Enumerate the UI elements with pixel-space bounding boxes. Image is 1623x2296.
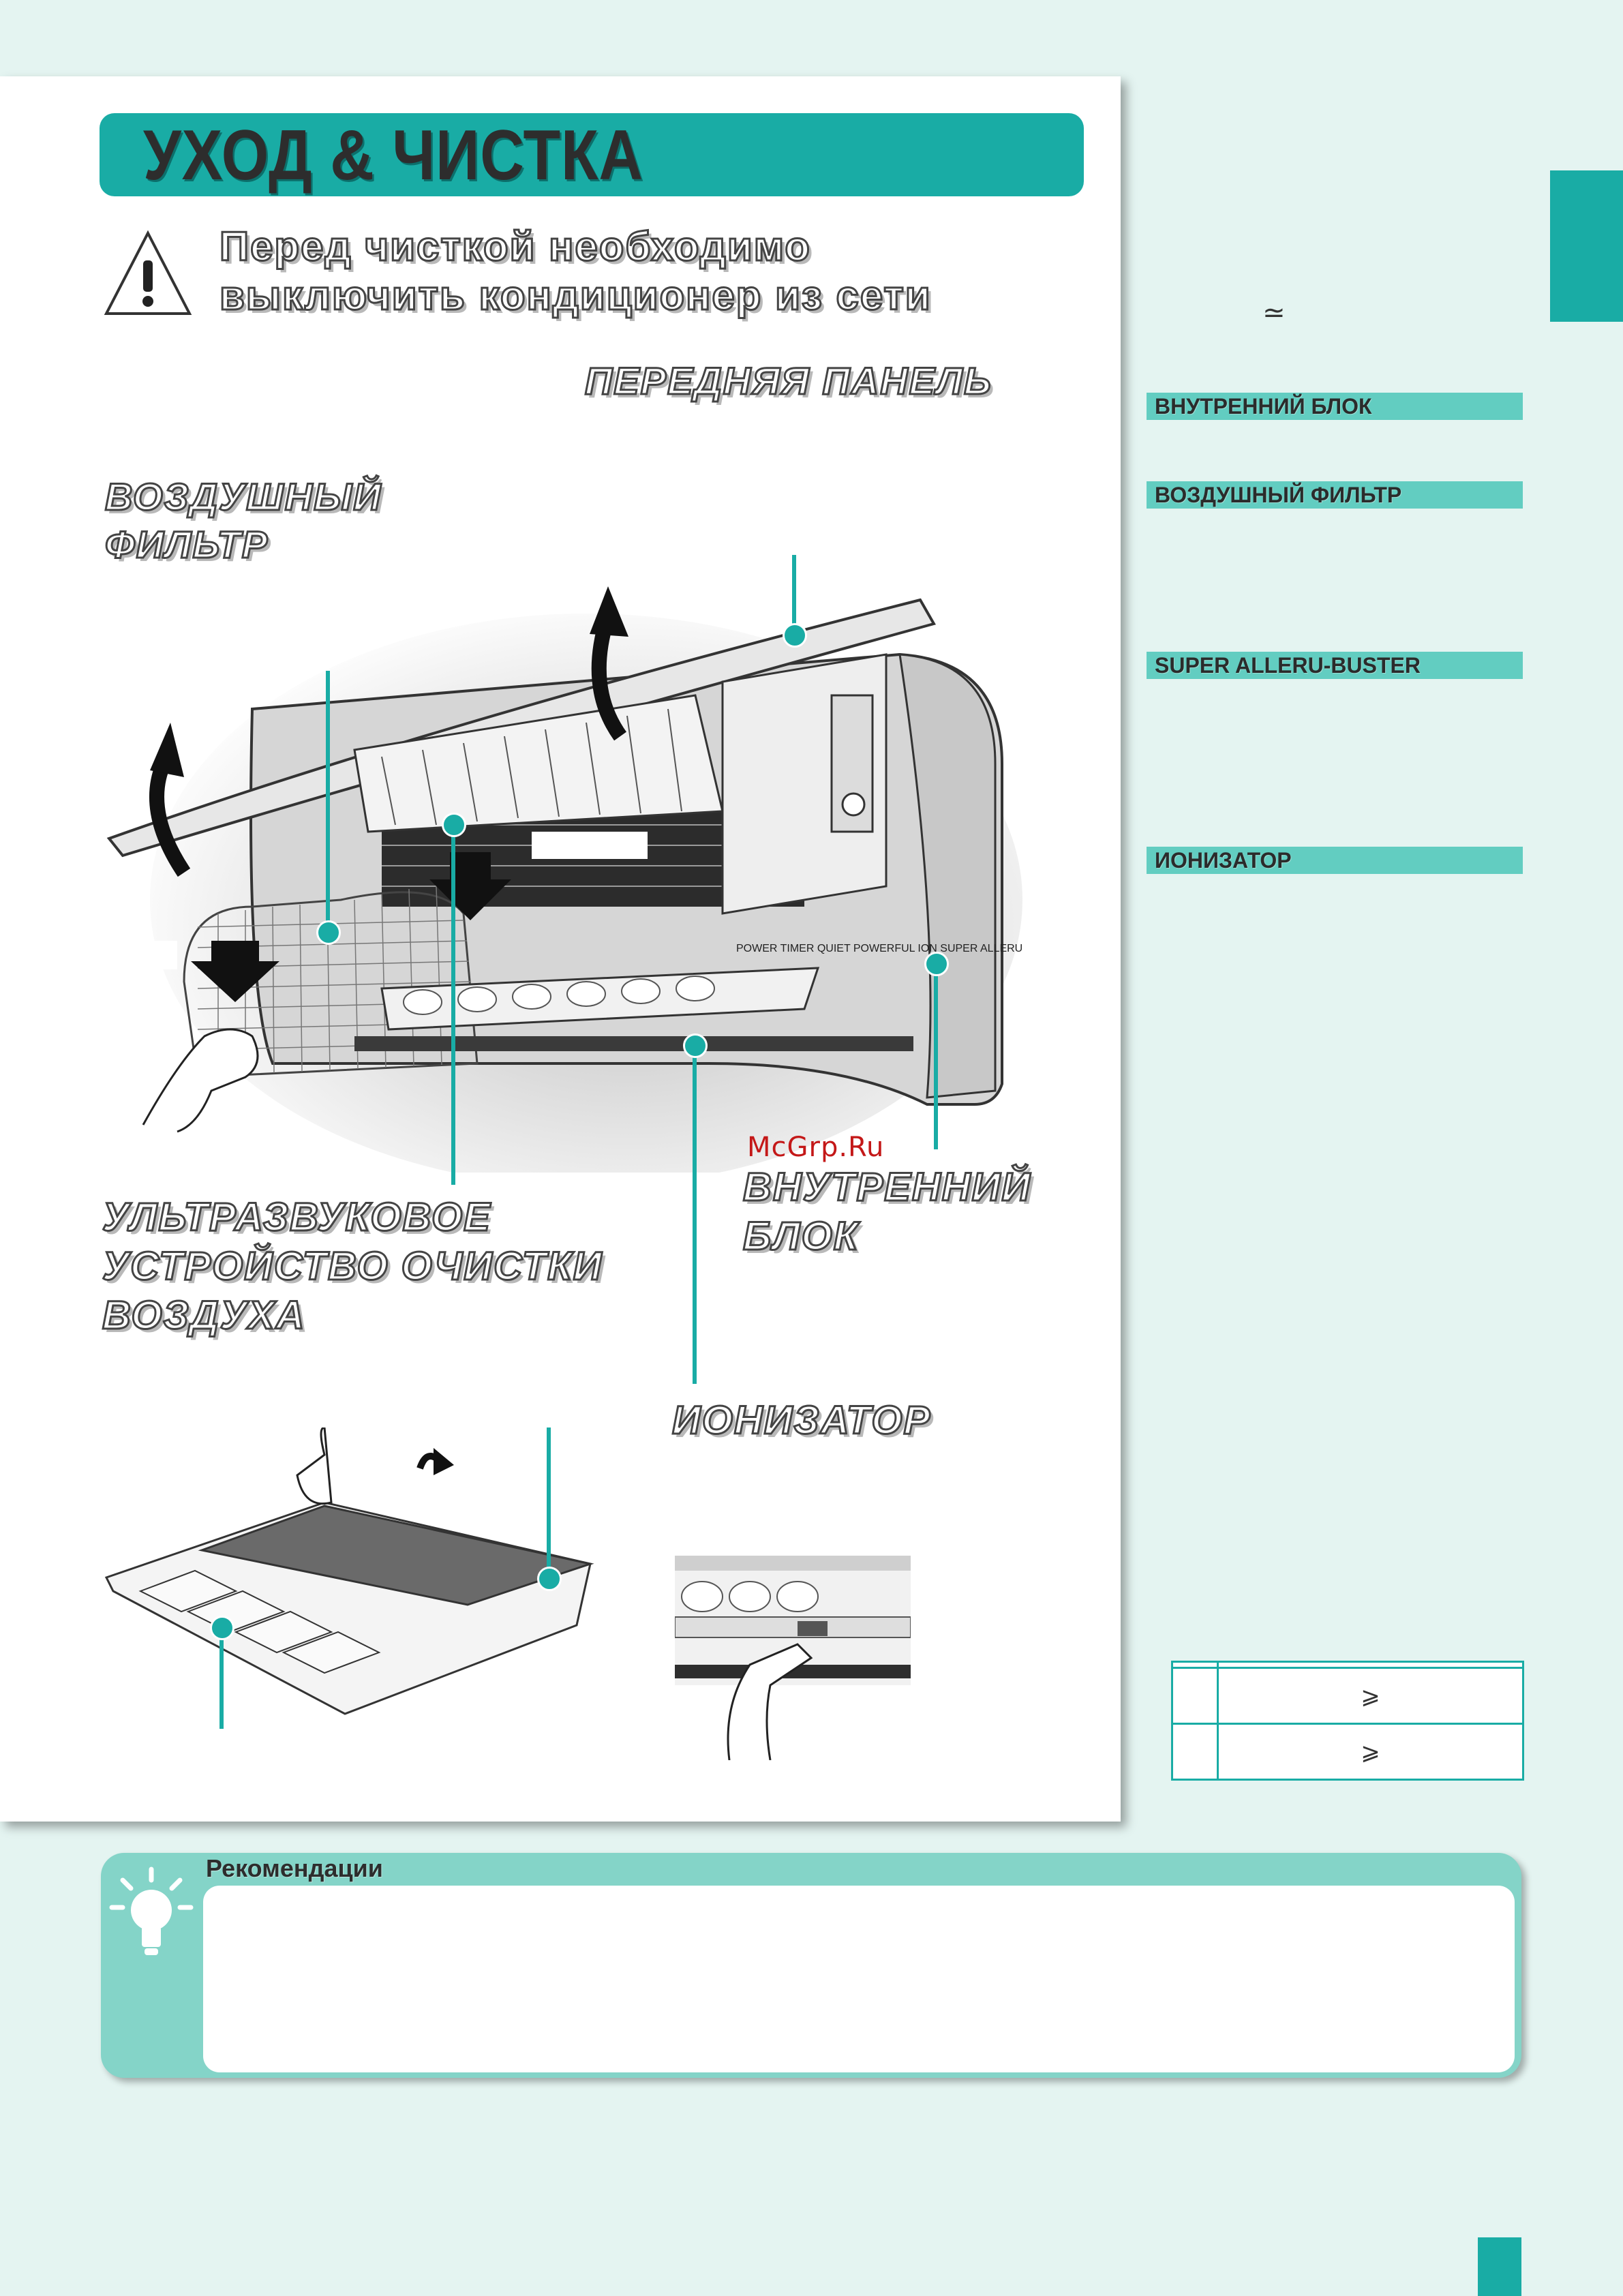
ionizer-label: ИОНИЗАТОР: [671, 1398, 932, 1444]
ionizer-callout-dot: [683, 1033, 708, 1058]
ionizer-callout: [693, 1043, 697, 1384]
warning-icon: [104, 230, 192, 315]
front-panel-callout-dot: [783, 623, 807, 648]
indoor-unit-label: ВНУТРЕННИЙ БЛОК: [742, 1163, 1032, 1261]
page-corner-tab: [1478, 2237, 1521, 2296]
table-cell: ⩾: [1216, 1667, 1525, 1725]
table-row: [1171, 1660, 1525, 1670]
recommendations-content: [203, 1886, 1515, 2072]
table-cell: [1171, 1723, 1219, 1781]
sidebar-header-ionizer: ИОНИЗАТОР: [1147, 847, 1523, 874]
indoor-unit-callout: [934, 961, 938, 1149]
ultrasonic-callout: [451, 822, 455, 1185]
filter-frame-callout-dot: [210, 1616, 234, 1640]
filter-tray-illustration: [104, 1428, 594, 1715]
title-bar: [100, 113, 1084, 196]
ionizer-cleaning-illustration: [675, 1556, 911, 1760]
air-filter-callout: [326, 671, 330, 930]
lightbulb-icon: [109, 1867, 194, 1955]
ultrasonic-line-3: ВОЗДУХА: [102, 1293, 306, 1339]
spec-table: ⩾ ⩾: [1171, 1660, 1525, 1781]
table-cell: [1171, 1660, 1219, 1670]
front-panel-callout: [792, 555, 796, 630]
page-title: УХОД & ЧИСТКА: [143, 116, 643, 195]
section-side-tab: [1550, 170, 1623, 322]
ultrasonic-cleaner-label: УЛЬТРАЗВУКОВОЕ УСТРОЙСТВО ОЧИСТКИ ВОЗДУХ…: [102, 1193, 603, 1340]
sidebar-header-air-filter: ВОЗДУШНЫЙ ФИЛЬТР: [1147, 481, 1523, 509]
recommendations-title: Рекомендации: [206, 1854, 383, 1882]
warning-line-2: выключить кондиционер из сети: [219, 272, 932, 320]
filter-tray-callout: [547, 1428, 551, 1573]
air-filter-line-1: ВОЗДУШНЫЙ: [104, 474, 382, 519]
air-conditioner-illustration: POWER TIMER QUIET POWERFUL ION SUPER ALL…: [95, 586, 1022, 1173]
ultrasonic-line-2: УСТРОЙСТВО ОЧИСТКИ: [102, 1243, 603, 1290]
sidebar-header-indoor-unit: ВНУТРЕННИЙ БЛОК: [1147, 393, 1523, 420]
table-cell: [1171, 1667, 1219, 1725]
table-row: ⩾: [1171, 1723, 1525, 1781]
warning-text: Перед чисткой необходимо выключить конди…: [219, 222, 932, 320]
panel-buttons-text: POWER TIMER QUIET POWERFUL ION SUPER ALL…: [736, 943, 1022, 954]
approx-sign: ≃: [1262, 297, 1286, 329]
indoor-unit-line-1: ВНУТРЕННИЙ: [742, 1164, 1032, 1211]
filter-tray-callout-dot: [537, 1567, 562, 1591]
air-filter-line-2: ФИЛЬТР: [104, 522, 269, 567]
table-cell: [1216, 1660, 1525, 1670]
ultrasonic-line-1: УЛЬТРАЗВУКОВОЕ: [102, 1194, 491, 1241]
air-filter-callout-dot: [316, 920, 341, 945]
watermark: McGrp.Ru: [747, 1132, 885, 1163]
indoor-unit-callout-dot: [924, 952, 949, 976]
air-filter-label: ВОЗДУШНЫЙ ФИЛЬТР: [104, 473, 382, 569]
sidebar-header-super-alleru-buster: SUPER ALLERU-BUSTER: [1147, 652, 1523, 679]
front-panel-label: ПЕРЕДНЯЯ ПАНЕЛЬ: [584, 359, 992, 404]
indoor-unit-line-2: БЛОК: [742, 1213, 860, 1260]
warning-line-1: Перед чисткой необходимо: [219, 223, 811, 271]
ultrasonic-callout-dot: [442, 813, 466, 837]
filter-frame-callout: [219, 1625, 224, 1729]
table-cell: ⩾: [1216, 1723, 1525, 1781]
table-row: ⩾: [1171, 1667, 1525, 1725]
